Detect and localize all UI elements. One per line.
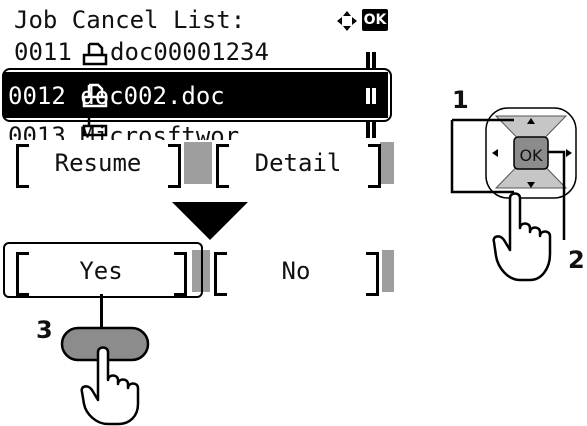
confirm-row: Yes No: [8, 250, 394, 296]
step-2-label: 2: [568, 246, 585, 274]
yes-softkey[interactable]: Yes: [8, 250, 192, 296]
down-arrow-icon: [527, 182, 535, 188]
job-row[interactable]: 0013 Microsftwor…: [8, 118, 394, 140]
yes-label: Yes: [79, 257, 123, 285]
job-id: 0012: [8, 82, 66, 110]
pointing-hand-icon: [492, 192, 552, 282]
detail-label: Detail: [254, 149, 342, 177]
printer-job-icon: [82, 42, 108, 66]
title-row: Job Cancel List: OK: [8, 2, 394, 38]
no-label: No: [281, 257, 311, 285]
step-3-label: 3: [36, 316, 53, 344]
bracket-right: [368, 144, 381, 188]
screen-title: Job Cancel List:: [14, 6, 246, 34]
bracket-right: [366, 252, 379, 296]
softkey-edge: [380, 142, 394, 184]
pointing-hand-icon: [80, 346, 140, 426]
left-arrow-icon: [492, 149, 498, 157]
printer-job-icon: [82, 118, 108, 137]
direction-keypad[interactable]: [450, 100, 580, 260]
softkey-divider: [184, 142, 212, 184]
detail-softkey[interactable]: Detail: [212, 142, 382, 188]
bracket-left: [16, 252, 29, 296]
job-row-selected[interactable]: 0012 doc002.doc: [8, 76, 394, 116]
job-name: doc00001234: [110, 38, 269, 66]
job-row[interactable]: 0011 doc00001234: [8, 38, 394, 68]
job-id: 0011: [14, 38, 72, 66]
resume-label: Resume: [54, 149, 142, 177]
four-way-arrow-icon: [337, 11, 357, 31]
pause-icon: [366, 122, 376, 138]
ok-key-label: OK: [519, 146, 543, 165]
pause-icon: [366, 52, 376, 68]
right-arrow-icon: [566, 149, 572, 157]
pause-icon: [366, 88, 376, 104]
job-id: 0013: [8, 122, 66, 140]
step-1-label: 1: [452, 86, 469, 114]
bracket-left: [216, 144, 229, 188]
softkey-row: Resume Detail: [8, 142, 394, 188]
up-arrow-icon: [527, 118, 535, 124]
softkey-edge: [382, 250, 394, 292]
bracket-right: [174, 252, 187, 296]
flow-arrow-down-icon: [172, 202, 248, 240]
selected-row-highlight: [4, 72, 388, 118]
bracket-right: [168, 144, 181, 188]
job-name: Microsftwor…: [80, 122, 254, 140]
selection-callout-frame: [2, 68, 392, 122]
yes-callout-frame: [3, 242, 203, 298]
resume-softkey[interactable]: Resume: [8, 142, 184, 188]
ok-badge: OK: [362, 9, 388, 31]
bracket-left: [16, 144, 29, 188]
printer-job-icon: [82, 83, 108, 108]
bracket-left: [214, 252, 227, 296]
no-softkey[interactable]: No: [210, 250, 382, 296]
step-3-leader: [100, 294, 103, 338]
